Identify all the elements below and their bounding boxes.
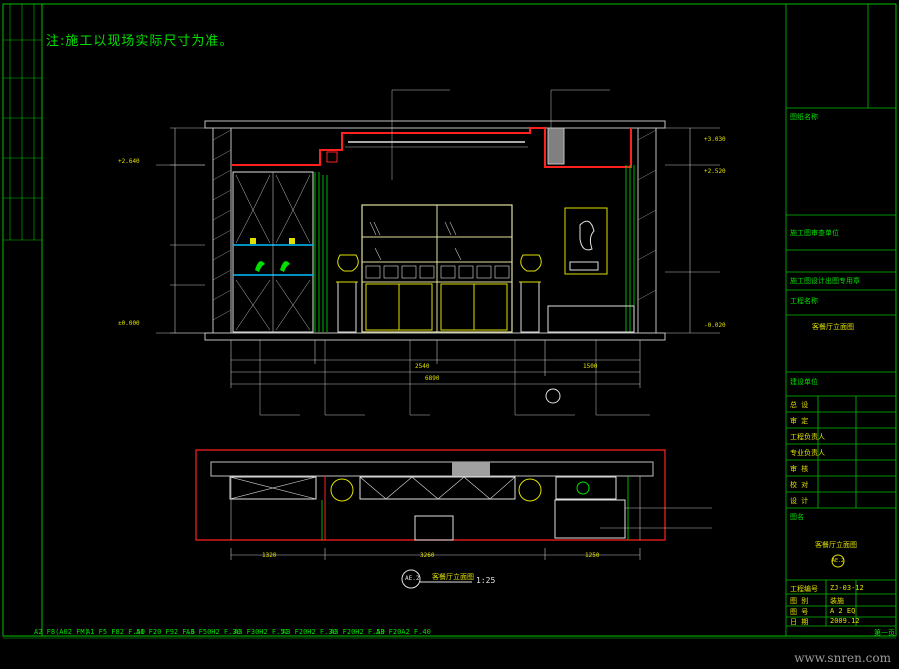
tb-drawing-name: 客餐厅立面图 bbox=[815, 541, 857, 549]
plan-dim-2: 3260 bbox=[420, 552, 435, 559]
plan-leaders bbox=[600, 507, 712, 529]
tb-row-1: 审 定 bbox=[790, 417, 809, 425]
vase-left bbox=[336, 254, 359, 333]
level-right-top: +3.030 bbox=[704, 136, 726, 143]
plan-dimension-chain bbox=[230, 548, 641, 560]
right-dimension-chain bbox=[665, 127, 720, 334]
art-frame bbox=[564, 207, 608, 275]
plan-vase-right bbox=[518, 478, 542, 502]
ceiling-slab bbox=[204, 120, 666, 129]
tb-row-6: 设 计 bbox=[790, 497, 809, 505]
decor-horse-2 bbox=[280, 261, 290, 272]
plan-dim-3: 1250 bbox=[585, 552, 600, 559]
level-right-bottom: -0.020 bbox=[704, 322, 726, 329]
section-bubble-label: AE.2 bbox=[405, 575, 420, 582]
plan-left-cabinet bbox=[229, 476, 317, 500]
tb-row-3: 专业负责人 bbox=[790, 449, 825, 457]
strip-7: A3 F20A2 F.40 bbox=[376, 628, 431, 636]
tb-info-value-2: A 2 EQ bbox=[830, 607, 856, 615]
vase-right bbox=[519, 254, 542, 333]
tb-line-1: 施工图审查单位 bbox=[790, 229, 839, 237]
strip-1: A1 F5 F82 F.50 bbox=[86, 628, 146, 636]
left-wall-hatch bbox=[212, 129, 232, 321]
plan-column bbox=[452, 462, 490, 476]
ceiling-light-box bbox=[326, 151, 338, 163]
left-margin-grid bbox=[3, 4, 42, 241]
ceiling-drop-profile bbox=[231, 127, 632, 168]
left-cabinet-glass-pattern bbox=[235, 174, 311, 331]
tb-drawing-label: 图名 bbox=[790, 513, 804, 521]
tb-sheet: 第一页 bbox=[874, 629, 895, 637]
dim-bottom-1: 2540 bbox=[415, 363, 430, 370]
plan-bookshelf bbox=[359, 476, 516, 500]
tb-info-label-0: 工程编号 bbox=[790, 585, 818, 593]
section-title: 客餐厅立面图 bbox=[432, 573, 474, 581]
title-block-frame bbox=[785, 4, 896, 636]
cabinet-lamp-2 bbox=[289, 238, 295, 244]
floor-slab bbox=[204, 332, 666, 341]
cabinet-lamp-1 bbox=[250, 238, 256, 244]
beam-block bbox=[547, 127, 565, 165]
tb-line-5: 建设单位 bbox=[790, 378, 818, 386]
right-wall-hatch bbox=[637, 129, 657, 301]
right-wall bbox=[637, 127, 657, 334]
construction-note: 注:施工以现场实际尺寸为准。 bbox=[46, 34, 234, 49]
tb-line-2: 施工图设计出图专用章 bbox=[790, 277, 860, 285]
tb-line-3: 工程名称 bbox=[790, 297, 818, 305]
tb-row-4: 审 核 bbox=[790, 465, 809, 473]
detail-bubble bbox=[545, 388, 561, 404]
plan-vase-left bbox=[330, 478, 354, 502]
level-left-top: +2.640 bbox=[118, 158, 140, 165]
decor-horse-1 bbox=[255, 261, 265, 272]
plan-outline bbox=[195, 449, 666, 541]
tb-info-label-2: 图 号 bbox=[790, 608, 809, 616]
strip-6: A3 F20H2 F.50 bbox=[330, 628, 385, 636]
tb-info-value-1: 装施 bbox=[830, 597, 844, 605]
tb-info-label-3: 日 期 bbox=[790, 618, 809, 626]
right-curtain bbox=[625, 165, 635, 332]
tb-drawing-code: AE.2 bbox=[832, 558, 845, 564]
title-block-code-bubble bbox=[831, 554, 845, 568]
plan-dim-1: 1320 bbox=[262, 552, 277, 559]
dim-bottom-2: 1500 bbox=[583, 363, 598, 370]
tb-line-4: 客餐厅立面图 bbox=[812, 323, 854, 331]
level-right-mid: +2.520 bbox=[704, 168, 726, 175]
books bbox=[369, 221, 462, 261]
strip-0: A2 F8(A02 FM) bbox=[34, 628, 89, 636]
tb-row-0: 总 设 bbox=[790, 401, 809, 409]
tb-info-value-0: ZJ-03-12 bbox=[830, 584, 864, 592]
left-dimension-chain bbox=[156, 127, 205, 334]
plan-chair bbox=[414, 515, 454, 541]
leader-lines bbox=[259, 89, 650, 416]
sheet-frame bbox=[2, 3, 897, 637]
left-wall bbox=[212, 127, 232, 334]
watermark: www.snren.com bbox=[794, 651, 891, 665]
section-bubble bbox=[401, 569, 421, 589]
left-curtain bbox=[314, 172, 328, 332]
strip-2: A1 F20 F92 F.6 bbox=[136, 628, 196, 636]
strip-3: A3 F50H2 F.30 bbox=[186, 628, 241, 636]
plan-wall-top bbox=[210, 461, 654, 477]
tb-info-label-1: 图 别 bbox=[790, 597, 809, 605]
side-bench bbox=[547, 305, 635, 333]
tb-row-2: 工程负责人 bbox=[790, 433, 825, 441]
plan-bench bbox=[554, 499, 626, 539]
strip-5: A3 F20H2 F.30 bbox=[282, 628, 337, 636]
section-scale: 1:25 bbox=[476, 576, 496, 585]
dim-bottom-total: 6890 bbox=[425, 375, 440, 382]
strip-4: A3 F30H2 F.51 bbox=[234, 628, 289, 636]
tb-info-value-3: 2009.12 bbox=[830, 617, 860, 625]
bottom-dimension-chain bbox=[230, 340, 641, 388]
tb-line-0: 图纸名称 bbox=[790, 113, 818, 121]
level-left-bottom: ±0.000 bbox=[118, 320, 140, 327]
tb-row-5: 校 对 bbox=[790, 481, 809, 489]
